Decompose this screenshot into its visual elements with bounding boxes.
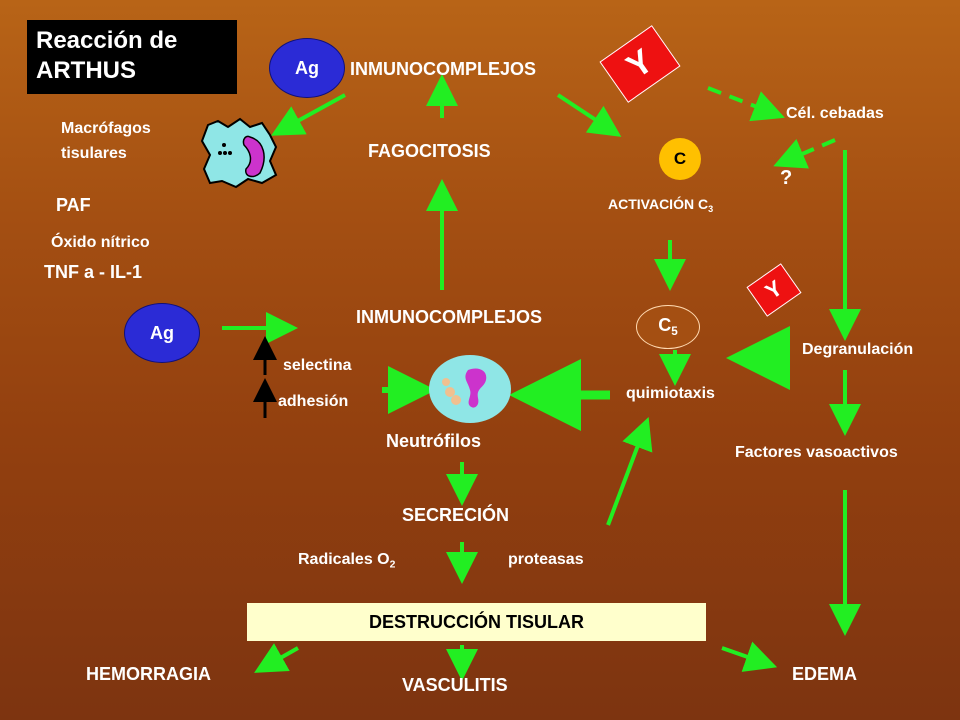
c5-sub: 5 — [671, 325, 678, 339]
vasoactive-factors-label: Factores vasoactivos — [735, 444, 898, 461]
nitric-oxide-label: Óxido nítrico — [51, 234, 150, 251]
degranulation-label: Degranulación — [802, 341, 914, 358]
mast-cells-label: Cél. cebadas — [786, 105, 884, 122]
complement-c-label: C — [673, 149, 687, 168]
question-mark: ? — [780, 167, 793, 189]
immune-complexes-mid: INMUNOCOMPLEJOS — [356, 307, 543, 327]
activation-text: ACTIVACIÓN C — [608, 196, 709, 212]
c5-circle: C5 — [636, 305, 700, 349]
diagram-title: Reacción de ARTHUS — [36, 27, 178, 84]
immune-complexes-top: INMUNOCOMPLEJOS — [350, 59, 537, 79]
dashed-arrow-to-mastcell — [707, 86, 785, 122]
radicals-sub: 2 — [389, 559, 396, 571]
tissue-destruction-label: DESTRUCCIÓN TISULAR — [369, 611, 584, 632]
neutrophils-label: Neutrófilos — [386, 431, 482, 451]
antibody-y-top-label: Y — [619, 41, 660, 86]
antigen-mid-circle: Ag — [124, 303, 200, 363]
c5-text: C — [658, 315, 672, 336]
arrow-proteases-to-quimiotaxis — [606, 417, 653, 526]
neutrophil-icon — [429, 355, 511, 423]
c5-label: C5 — [658, 315, 678, 338]
paf-label: PAF — [56, 195, 91, 215]
complement-c-circle: C — [659, 138, 701, 180]
arrow-to-edema — [721, 641, 778, 672]
macrophage-icon — [200, 117, 278, 189]
antigen-top-label: Ag — [295, 57, 319, 78]
hemorrhage-label: HEMORRAGIA — [86, 664, 211, 684]
antibody-y-mid-label: Y — [760, 275, 787, 305]
antigen-top-circle: Ag — [269, 38, 345, 98]
edema-label: EDEMA — [792, 664, 858, 684]
secretion-label: SECRECIÓN — [402, 505, 510, 525]
activation-sub: 3 — [708, 204, 714, 215]
adhesion-label: adhesión — [278, 393, 349, 410]
fagocitosis-label: FAGOCITOSIS — [368, 141, 491, 161]
macrophages-label: Macrófagos — [61, 120, 151, 137]
dashed-arrow-to-question — [773, 138, 836, 169]
selectina-label: selectina — [283, 357, 352, 374]
arrow-to-macrophages — [270, 93, 346, 136]
vasculitis-label: VASCULITIS — [402, 675, 508, 695]
activation-c3-label: ACTIVACIÓN C3 — [608, 196, 713, 214]
tissue-label: tisulares — [61, 145, 127, 162]
arrow-to-complement — [556, 93, 622, 137]
proteases-label: proteasas — [508, 551, 584, 568]
chemotaxis-label: quimiotaxis — [626, 385, 715, 402]
arrow-to-hemorragia — [254, 643, 299, 673]
tnf-label: TNF a - IL-1 — [44, 262, 142, 282]
radicals-text: Radicales O — [298, 551, 390, 568]
tissue-destruction-box: DESTRUCCIÓN TISULAR — [247, 603, 706, 641]
antigen-mid-label: Ag — [150, 322, 174, 343]
title-box — [27, 20, 237, 94]
radicals-label: Radicales O2 — [298, 551, 395, 571]
